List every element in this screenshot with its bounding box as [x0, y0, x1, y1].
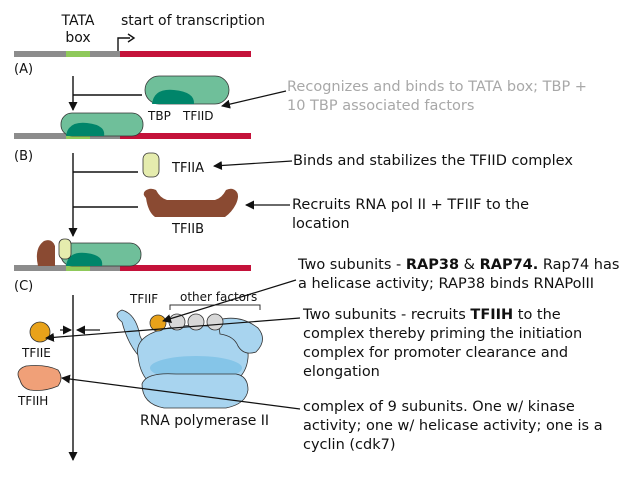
tfiih-annotation-line-2: activity; one w/ helicase activity; one … — [303, 418, 603, 434]
tata-box-label: TATA — [61, 13, 95, 29]
other-factors-bracket — [169, 304, 261, 310]
tfiid-annotation-line-2: 10 TBP associated factors — [287, 98, 475, 114]
tfiia-shape — [142, 152, 160, 178]
tfiie-label: TFIIE — [21, 346, 51, 360]
pointer-tfiih — [61, 374, 301, 410]
transcription-start-arrow — [117, 37, 130, 52]
tfiid-complex — [144, 75, 230, 105]
tfiid-annotation-line-1: Recognizes and binds to TATA box; TBP + — [287, 79, 587, 95]
tfiib-annotation-line-1: Recruits RNA pol II + TFIIF to the — [292, 197, 530, 213]
rna-pol-label: RNA polymerase II — [140, 413, 269, 429]
pointer-tfiif — [162, 279, 297, 323]
tfiid-bound — [60, 112, 144, 137]
dna-strand-a — [14, 51, 251, 57]
tfiib-annotation-line-2: location — [292, 216, 350, 232]
tfiih-shape — [17, 365, 62, 391]
tfiih-annotation-line-3: cyclin (cdk7) — [303, 437, 396, 453]
tfiif-label: TFIIF — [129, 292, 158, 306]
tfiif-annotation-line-1: Two subunits - RAP38 & RAP74. Rap74 has — [298, 257, 620, 273]
pointer-tfiie — [45, 317, 301, 342]
tfiif-annotation: Two subunits - RAP38 & RAP74. Rap74 has … — [298, 256, 619, 294]
panel-a-label: (A) — [14, 62, 33, 77]
other-factors-label: other factors — [180, 290, 257, 304]
tfiib-annotation: Recruits RNA pol II + TFIIF to the locat… — [292, 196, 529, 234]
tfiie-annotation-line-4: elongation — [303, 364, 380, 380]
tfiih-annotation-line-1: complex of 9 subunits. One w/ kinase — [303, 399, 575, 415]
tfiib-shape — [143, 188, 238, 217]
tfiie-annotation-line-2: complex thereby priming the initiation — [303, 326, 583, 342]
tfiia-annotation-line-1: Binds and stabilizes the TFIID complex — [293, 153, 573, 169]
tfiia-label: TFIIA — [171, 161, 204, 176]
tfiie-shape — [29, 321, 51, 343]
pointer-tfiia — [213, 160, 293, 170]
rna-polymerase-ii — [116, 309, 263, 409]
tbp-label: TBP — [147, 109, 171, 123]
tfiie-annotation: Two subunits - recruits TFIIH to the com… — [303, 306, 582, 382]
panel-b-label: (B) — [14, 149, 33, 164]
tfiib-label: TFIIB — [171, 222, 204, 237]
tfiih-label: TFIIH — [17, 394, 48, 408]
tfiif-annotation-line-2: a helicase activity; RAP38 binds RNAPolI… — [298, 276, 595, 292]
tfiid-label: TFIID — [182, 109, 214, 123]
tfiif-shape — [149, 314, 167, 332]
pointer-tfiid — [221, 90, 287, 109]
preinitiation-partial-complex — [36, 238, 142, 267]
dna-strand-c — [14, 265, 251, 271]
tfiie-annotation-line-1: Two subunits - recruits TFIIH to the — [303, 307, 561, 323]
tata-box-label-2: box — [65, 30, 90, 46]
tfiih-annotation: complex of 9 subunits. One w/ kinase act… — [303, 398, 603, 455]
tfiie-annotation-line-3: complex for promoter clearance and — [303, 345, 569, 361]
tfiia-annotation: Binds and stabilizes the TFIID complex — [293, 152, 573, 171]
start-transcription-label: start of transcription — [121, 13, 265, 29]
tfiid-annotation: Recognizes and binds to TATA box; TBP + … — [287, 78, 587, 116]
panel-c-label: (C) — [14, 279, 33, 294]
